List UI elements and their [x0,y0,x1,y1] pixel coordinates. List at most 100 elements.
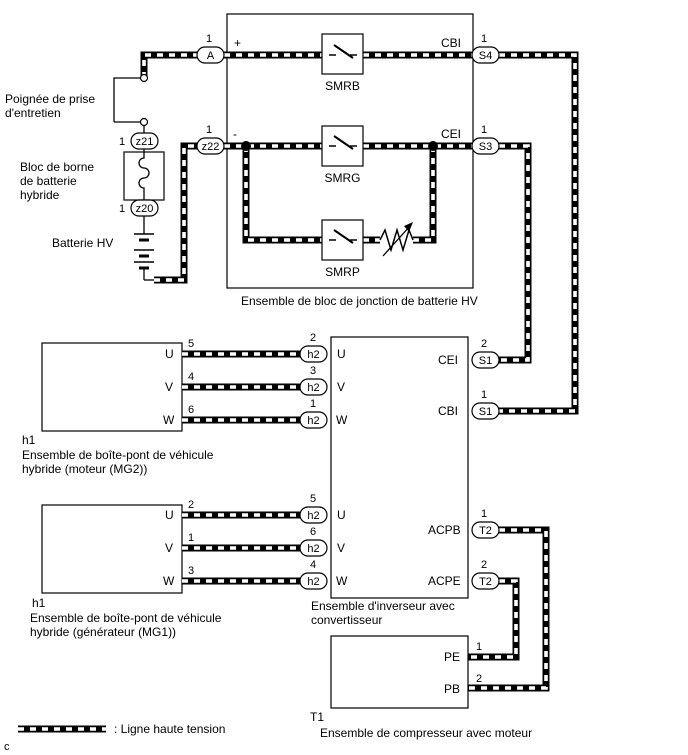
mg2-u-pin: 5 [188,338,194,350]
connector-h2-mg2-v: h2 3 [299,365,328,396]
connector-h2-mg1-v: h2 6 [299,526,328,557]
inv-cbi-label: CBI [438,404,458,418]
mg1-box [41,504,183,594]
svg-text:h2: h2 [307,415,319,427]
resistor-arrow-line [382,225,411,257]
mg2-w-pin: 6 [188,404,194,416]
mg1-u-pin: 2 [188,499,194,511]
battery-icon [134,233,154,270]
mg2-id: h1 [22,433,36,447]
svg-text:1: 1 [206,124,212,136]
thin-wires [113,73,154,281]
svg-text:z20: z20 [136,203,154,215]
mg1-w-pin: 3 [188,565,194,577]
relay-smrg [321,125,364,167]
inv-v-mg2: V [337,380,345,394]
connector-T2-bottom: T2 2 [471,559,500,590]
svg-text:h2: h2 [307,543,319,555]
svg-text:T2: T2 [479,576,492,588]
connector-S1-top: S1 2 [471,338,500,369]
svg-text:1: 1 [206,33,212,45]
jb-cei-label: CEI [441,127,461,141]
svg-text:1: 1 [481,124,487,136]
connector-z21: z21 1 [119,132,159,150]
hv-lines [18,51,579,733]
svg-text:1: 1 [481,33,487,45]
inv-cei-label: CEI [438,353,458,367]
mg1-u-term: U [165,508,174,522]
mg1-v-term: V [165,541,173,555]
jb-cbi-label: CBI [441,36,461,50]
connector-h2-mg2-w: h2 1 [299,398,328,429]
resistor-arrow-head [404,222,413,232]
mg2-v-pin: 4 [188,371,194,383]
connector-h2-mg2-u: h2 2 [299,332,328,363]
svg-text:5: 5 [310,493,316,505]
fuse-icon [138,146,150,203]
junction-dot-right [428,141,438,151]
svg-text:S4: S4 [479,50,492,62]
svg-text:4: 4 [310,559,316,571]
inv-v-mg1: V [337,541,345,555]
svg-text:1: 1 [481,389,487,401]
svg-text:h2: h2 [307,382,319,394]
compressor-title: Ensemble de compresseur avec moteur [320,726,532,740]
svg-text:1: 1 [481,508,487,520]
svg-text:2: 2 [481,559,487,571]
relay-smrg-label: SMRG [325,171,361,185]
svg-text:h2: h2 [307,576,319,588]
inv-acpe-label: ACPE [428,574,461,588]
compressor-pe-label: PE [444,650,460,664]
connector-S3: S3 1 [471,124,500,155]
inv-u-mg1: U [337,508,346,522]
svg-text:S3: S3 [479,141,492,153]
relay-smrp [321,219,364,261]
svg-text:h2: h2 [307,510,319,522]
inv-u-mg2: U [337,347,346,361]
svg-text:1: 1 [119,203,125,215]
mg1-v-pin: 1 [188,532,194,544]
compressor-box [330,635,469,709]
inv-w-mg1: W [336,574,348,588]
minus-sign: - [233,127,237,141]
compressor-pb-label: PB [444,682,460,696]
svg-text:z22: z22 [202,141,220,153]
mg2-v-term: V [165,380,173,394]
inv-acpb-label: ACPB [428,523,461,537]
connector-S4: S4 1 [471,33,500,64]
battery-label: Batterie HV [52,236,113,250]
mg2-w-term: W [163,413,175,427]
svg-text:S1: S1 [479,406,492,418]
inverter-box [330,336,469,599]
svg-text:2: 2 [310,332,316,344]
svg-text:1: 1 [119,136,125,148]
junction-dot-left [241,141,251,151]
svg-text:A: A [207,50,215,62]
connector-S1-bottom: S1 1 [471,389,500,420]
mg1-w-term: W [163,574,175,588]
connector-z22: z22 1 [196,124,225,155]
connector-A: A 1 [196,33,225,64]
svg-text:1: 1 [310,398,316,410]
junction-block-title: Ensemble de bloc de jonction de batterie… [241,294,478,308]
mg1-id: h1 [32,596,46,610]
svg-text:3: 3 [310,365,316,377]
compressor-pe-pin: 1 [476,641,482,653]
svg-text:6: 6 [310,526,316,538]
connector-z20: z20 1 [119,199,159,217]
compressor-pb-pin: 2 [476,673,482,685]
relay-smrp-label: SMRP [325,265,360,279]
corner-mark: c [4,741,10,753]
relay-smrb [321,33,364,75]
svg-text:h2: h2 [307,349,319,361]
svg-text:2: 2 [481,338,487,350]
connector-h2-mg1-u: h2 5 [299,493,328,524]
relay-smrb-label: SMRB [325,79,360,93]
mg2-u-term: U [165,347,174,361]
svg-text:T2: T2 [479,525,492,537]
